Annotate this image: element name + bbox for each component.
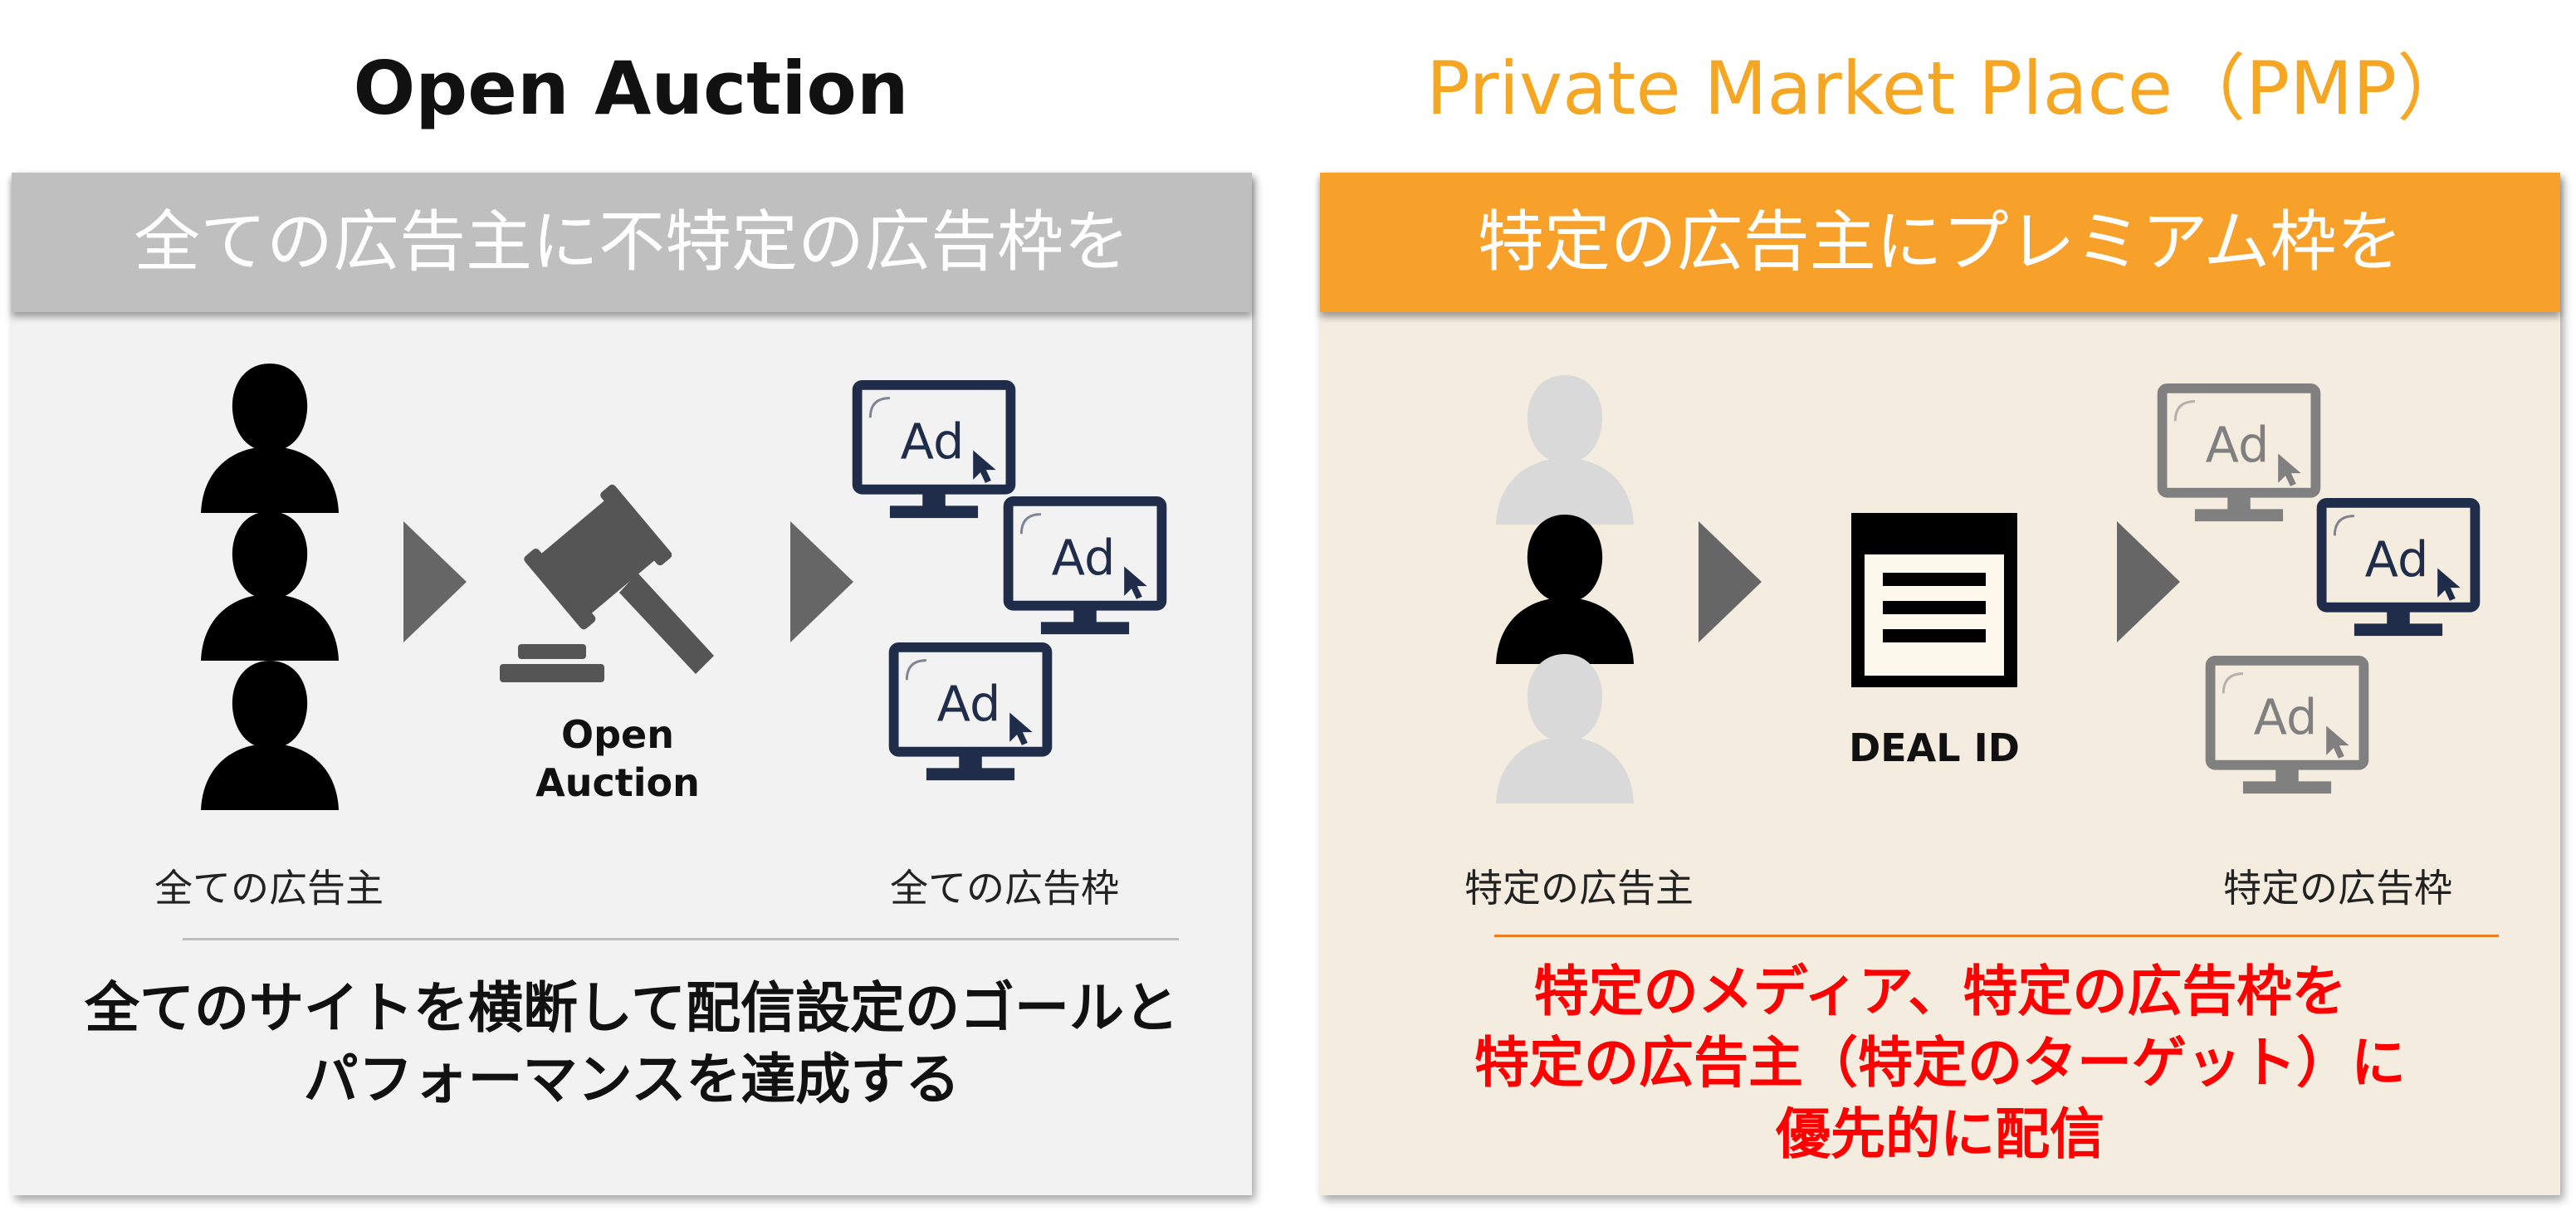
gavel-icon bbox=[500, 484, 714, 682]
selected-advertiser-icon bbox=[1494, 508, 1635, 666]
ad-monitor-icon bbox=[1003, 496, 1167, 639]
ad-monitor-icon bbox=[2157, 383, 2321, 526]
summary-line2: パフォーマンスを達成する bbox=[303, 1047, 961, 1111]
specific-ad-slot-caption: 特定の広告枠 bbox=[2223, 866, 2452, 911]
ad-monitor-icon bbox=[2205, 656, 2369, 798]
advertiser-icon bbox=[199, 357, 340, 515]
open-auction-label-line1: Open bbox=[561, 712, 674, 757]
deal-id-document-icon bbox=[1851, 513, 2017, 687]
advertiser-icon bbox=[199, 654, 340, 812]
pmp-title: Private Market Place（PMP） bbox=[1425, 46, 2471, 131]
open-auction-title: Open Auction bbox=[353, 46, 909, 131]
summary-line1: 特定のメディア、特定の広告枠を bbox=[1533, 960, 2347, 1023]
open-auction-label: Open Auction bbox=[501, 710, 734, 807]
selected-ad-monitor-icon bbox=[2316, 498, 2481, 641]
open-auction-header: 全ての広告主に不特定の広告枠を bbox=[12, 173, 1252, 312]
arrow-right-icon bbox=[1697, 520, 1763, 644]
pmp-summary: 特定のメディア、特定の広告枠を 特定の広告主（特定のターゲット）に 優先的に配信 bbox=[1320, 956, 2560, 1170]
arrow-right-icon bbox=[789, 520, 855, 644]
pmp-panel: 特定の広告主にプレミアム枠を DEAL ID 特定の広告主 特定の広告枠 特定の… bbox=[1320, 173, 2560, 1195]
advertiser-icon bbox=[1494, 369, 1635, 526]
all-advertisers-caption: 全ての広告主 bbox=[154, 866, 384, 911]
summary-line2: 特定の広告主（特定のターゲット）に bbox=[1474, 1031, 2406, 1095]
open-auction-label-line2: Auction bbox=[535, 760, 700, 805]
ad-monitor-icon bbox=[852, 380, 1016, 523]
ad-monitor-icon bbox=[888, 642, 1053, 785]
divider bbox=[1494, 935, 2499, 937]
all-ad-slots-caption: 全ての広告枠 bbox=[890, 866, 1119, 911]
open-auction-summary: 全てのサイトを横断して配信設定のゴールと パフォーマンスを達成する bbox=[12, 973, 1252, 1116]
summary-line3: 優先的に配信 bbox=[1776, 1102, 2104, 1166]
summary-line1: 全てのサイトを横断して配信設定のゴールと bbox=[84, 976, 1180, 1040]
pmp-header: 特定の広告主にプレミアム枠を bbox=[1320, 173, 2560, 312]
advertiser-icon bbox=[199, 505, 340, 662]
specific-advertiser-caption: 特定の広告主 bbox=[1464, 866, 1694, 911]
arrow-right-icon bbox=[2115, 520, 2182, 644]
arrow-right-icon bbox=[402, 520, 468, 644]
advertiser-icon bbox=[1494, 647, 1635, 805]
open-auction-panel: 全ての広告主に不特定の広告枠を Open Auction 全ての広告主 全ての広… bbox=[12, 173, 1252, 1195]
divider bbox=[183, 938, 1179, 940]
deal-id-label: DEAL ID bbox=[1849, 725, 2020, 770]
